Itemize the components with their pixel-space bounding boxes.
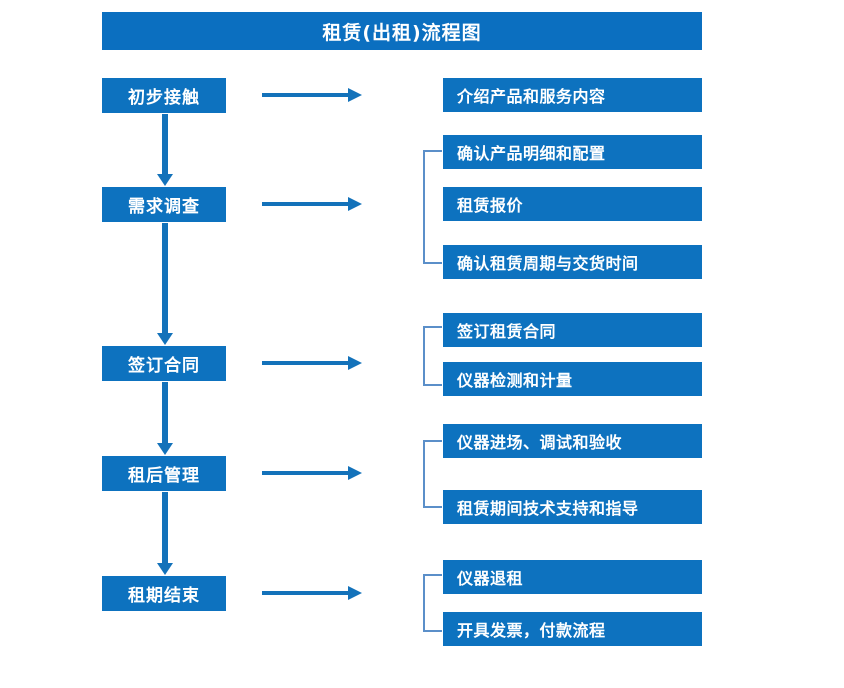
detail-box-6[interactable]: 仪器检测和计量 <box>443 362 702 396</box>
horizontal-arrow-5 <box>262 586 362 600</box>
stage-box-1[interactable]: 初步接触 <box>102 78 226 113</box>
detail-box-1[interactable]: 介绍产品和服务内容 <box>443 78 702 112</box>
vertical-arrow-2 <box>157 223 173 345</box>
vertical-arrow-4 <box>157 492 173 575</box>
stage-box-5[interactable]: 租期结束 <box>102 576 226 611</box>
bracket-group-requirements <box>423 150 442 264</box>
detail-box-8[interactable]: 租赁期间技术支持和指导 <box>443 490 702 524</box>
vertical-arrow-3 <box>157 382 173 455</box>
stage-box-3[interactable]: 签订合同 <box>102 346 226 381</box>
horizontal-arrow-3 <box>262 356 362 370</box>
detail-box-5[interactable]: 签订租赁合同 <box>443 313 702 347</box>
bracket-group-contract <box>423 326 442 386</box>
detail-box-3[interactable]: 租赁报价 <box>443 187 702 221</box>
chart-title: 租赁(出租)流程图 <box>102 12 702 50</box>
bracket-group-post-rental <box>423 440 442 508</box>
bracket-group-rental-end <box>423 574 442 632</box>
detail-box-7[interactable]: 仪器进场、调试和验收 <box>443 424 702 458</box>
stage-box-2[interactable]: 需求调查 <box>102 187 226 222</box>
detail-box-4[interactable]: 确认租赁周期与交货时间 <box>443 245 702 279</box>
stage-box-4[interactable]: 租后管理 <box>102 456 226 491</box>
horizontal-arrow-4 <box>262 466 362 480</box>
detail-box-2[interactable]: 确认产品明细和配置 <box>443 135 702 169</box>
detail-box-10[interactable]: 开具发票，付款流程 <box>443 612 702 646</box>
detail-box-9[interactable]: 仪器退租 <box>443 560 702 594</box>
horizontal-arrow-1 <box>262 88 362 102</box>
horizontal-arrow-2 <box>262 197 362 211</box>
vertical-arrow-1 <box>157 114 173 186</box>
